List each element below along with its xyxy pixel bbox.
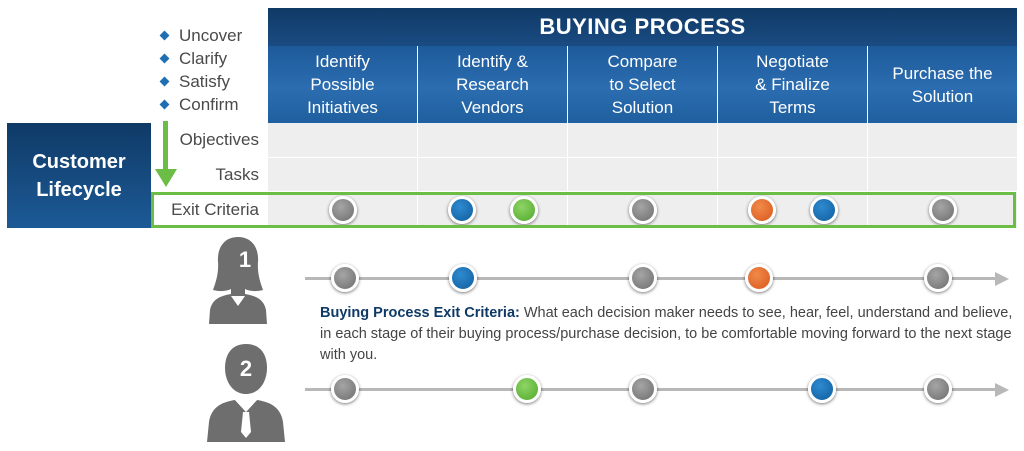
exit-criteria-gray-dot [628,196,657,224]
grid-cell [268,192,417,228]
grid-cell [417,158,567,191]
grid-cell [867,158,1017,191]
grid-cell [417,192,567,228]
customer-lifecycle-label: Customer Lifecycle [7,123,151,228]
grid-cell [567,192,717,228]
objective-bullets: Uncover Clarify Satisfy Confirm [159,24,268,116]
exit-criteria-highlight [151,192,1016,228]
exit-criteria-blue-dot [447,196,476,224]
grid-cell [717,158,867,191]
bullet-item: Clarify [159,47,268,70]
person-1-gray-dot [629,264,657,292]
exit-criteria-green-dot [509,196,538,224]
grid-cell [268,123,417,157]
down-arrow-icon [155,121,177,187]
stage-header: Negotiate & Finalize Terms [717,46,867,123]
diamond-bullet-icon [159,53,170,64]
person-2-green-dot [513,375,541,403]
grid-cell [417,123,567,157]
exit-criteria-gray-dot [928,196,957,224]
stage-header: Purchase the Solution [867,46,1017,123]
grid-cell [567,123,717,157]
row-label-objectives: Objectives [179,130,259,149]
person-1-number: 1 [238,247,252,272]
row-label-exit-criteria: Exit Criteria [171,200,259,219]
buying-process-title: BUYING PROCESS [268,8,1017,46]
stage-header: Identify Possible Initiatives [268,46,417,123]
exit-criteria-caption: Buying Process Exit Criteria: What each … [320,303,1020,366]
row-label-tasks: Tasks [215,164,259,184]
caption-label: Buying Process Exit Criteria: [320,305,520,321]
diamond-bullet-icon [159,99,170,110]
bullet-item: Satisfy [159,70,268,93]
person-female-icon [209,237,267,324]
buying-process-stages: Identify Possible Initiatives Identify &… [268,46,1017,123]
grid-cell [268,158,417,191]
person-2-number: 2 [239,356,253,381]
person-2-gray-dot [331,375,359,403]
grid-cell [717,123,867,157]
bullet-item: Confirm [159,93,268,116]
person-1-blue-dot [449,264,477,292]
grid-cell [567,158,717,191]
arrow-right-icon [995,272,1009,286]
grid-cell [867,192,1017,228]
person-male-icon [207,344,285,442]
grid-cell [717,192,867,228]
person-2-gray-dot [924,375,952,403]
bullet-item: Uncover [159,24,268,47]
objectives-row [268,123,1017,157]
exit-criteria-blue-dot [809,196,838,224]
diamond-bullet-icon [159,76,170,87]
grid-cell [867,123,1017,157]
tasks-row [268,158,1017,191]
person-1-gray-dot [331,264,359,292]
stage-header: Compare to Select Solution [567,46,717,123]
caption-text: What each decision maker needs to see, h… [320,305,1013,363]
stage-header: Identify & Research Vendors [417,46,567,123]
exit-criteria-row [268,192,1017,228]
arrow-right-icon [995,383,1009,397]
person-2-blue-dot [808,375,836,403]
exit-criteria-gray-dot [328,196,357,224]
exit-criteria-orange-dot [747,196,776,224]
person-1-gray-dot [924,264,952,292]
person-2-gray-dot [629,375,657,403]
diamond-bullet-icon [159,30,170,41]
person-1-orange-dot [745,264,773,292]
